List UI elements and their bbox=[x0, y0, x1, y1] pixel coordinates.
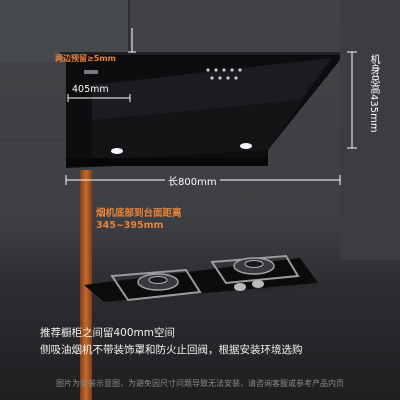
install-height-value: 345~395mm bbox=[96, 220, 164, 231]
burner-left-icon bbox=[110, 268, 202, 302]
side-gap-label: 两边预留≥5mm bbox=[55, 54, 116, 63]
hood-light-left bbox=[111, 148, 123, 154]
hood-glass-sheen bbox=[92, 58, 332, 120]
height-label: 机身总高435mm bbox=[368, 54, 379, 133]
install-notes: 推荐橱柜之间留400mm空间 侧吸油烟机不带装饰罩和防火止回阀，根据安装环境选购 bbox=[40, 325, 303, 359]
hood-light-right bbox=[240, 143, 252, 149]
hood-top-edge bbox=[60, 52, 340, 55]
note-cabinet-space: 推荐橱柜之间留400mm空间 bbox=[40, 327, 175, 339]
disclaimer-text: 图片为安装示意图，为避免因尺寸问题导致无法安装，请咨询客服或参考产品内页 bbox=[56, 379, 344, 388]
note-accessories: 侧吸油烟机不带装饰罩和防火止回阀，根据安装环境选购 bbox=[40, 344, 303, 356]
cabinet-seam bbox=[128, 0, 130, 62]
control-buttons-icon bbox=[206, 68, 242, 80]
control-knobs-icon bbox=[234, 280, 264, 291]
hood-brand-mark bbox=[84, 70, 98, 74]
upper-cabinet-right bbox=[340, 0, 400, 260]
wall-seam-left bbox=[0, 140, 62, 141]
burner-right-icon bbox=[210, 254, 300, 285]
install-height-title: 烟机底部到台面距离 bbox=[96, 208, 182, 219]
gas-hob-edge bbox=[104, 283, 318, 306]
upper-cabinet-left bbox=[0, 0, 128, 62]
depth-label: 405mm bbox=[72, 84, 109, 95]
length-label: 长800mm bbox=[165, 173, 220, 188]
hood-bottom-lip bbox=[66, 158, 268, 166]
